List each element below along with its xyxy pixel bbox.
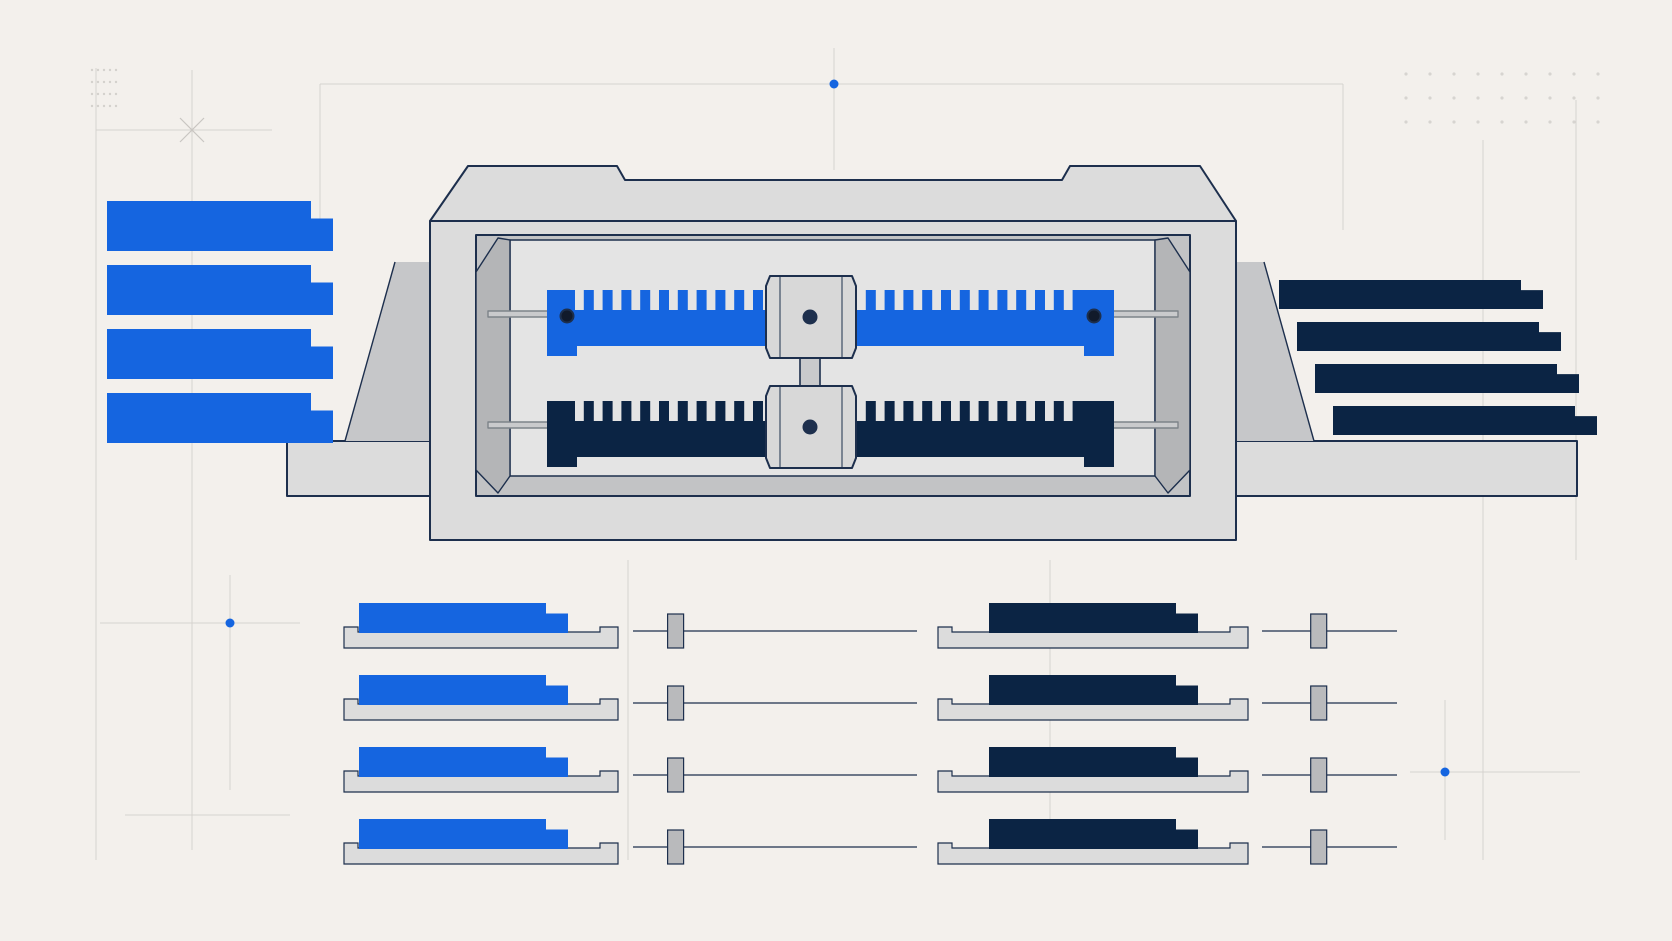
marker-dot-right <box>1440 767 1450 777</box>
left-stack-bar <box>107 201 333 251</box>
left-slider-knob <box>666 685 685 721</box>
carriage-bottom <box>765 385 857 469</box>
left-row-bar <box>359 675 568 705</box>
pin-right <box>1086 308 1102 324</box>
left-stack-bar <box>107 265 333 315</box>
crosshair-icon <box>179 117 205 143</box>
left-row-bar <box>359 603 568 633</box>
lower-row <box>343 603 1397 649</box>
lower-row <box>343 819 1397 865</box>
left-slider-knob <box>666 829 685 865</box>
lower-rows <box>343 603 1397 865</box>
chamber-left-wall <box>475 237 511 494</box>
left-slider-knob <box>666 613 685 649</box>
right-slider-knob <box>1310 829 1328 865</box>
carriage-top <box>765 275 857 359</box>
left-ramp <box>345 262 432 441</box>
right-stack-bar <box>1315 364 1579 393</box>
right-row-bar <box>989 747 1198 777</box>
right-stack-bar <box>1297 322 1561 351</box>
left-stack-bar <box>107 393 333 443</box>
dot-grid-top-right <box>1404 72 1600 124</box>
left-row-bar <box>359 747 568 777</box>
left-stack-bar <box>107 329 333 379</box>
marker-dot-top <box>829 79 839 89</box>
right-ramp <box>1236 262 1314 441</box>
right-slider-knob <box>1310 685 1328 721</box>
right-bar-stack <box>1279 280 1597 435</box>
right-row-bar <box>989 675 1198 705</box>
guide-lines <box>95 48 1580 860</box>
right-stack-bar <box>1279 280 1543 309</box>
left-slider-knob <box>666 757 685 793</box>
right-row-bar <box>989 819 1198 849</box>
marker-dot-left <box>225 618 235 628</box>
left-bar-stack <box>107 201 333 443</box>
right-slider-knob <box>1310 757 1328 793</box>
right-row-bar <box>989 603 1198 633</box>
lower-row <box>343 675 1397 721</box>
chamber-right-wall <box>1154 237 1191 494</box>
machine <box>286 165 1578 541</box>
right-slider-knob <box>1310 613 1328 649</box>
pin-left <box>559 308 575 324</box>
right-stack-bar <box>1333 406 1597 435</box>
top-cap <box>429 165 1237 222</box>
left-row-bar <box>359 819 568 849</box>
lower-row <box>343 747 1397 793</box>
dot-grid-top-left <box>90 68 118 108</box>
